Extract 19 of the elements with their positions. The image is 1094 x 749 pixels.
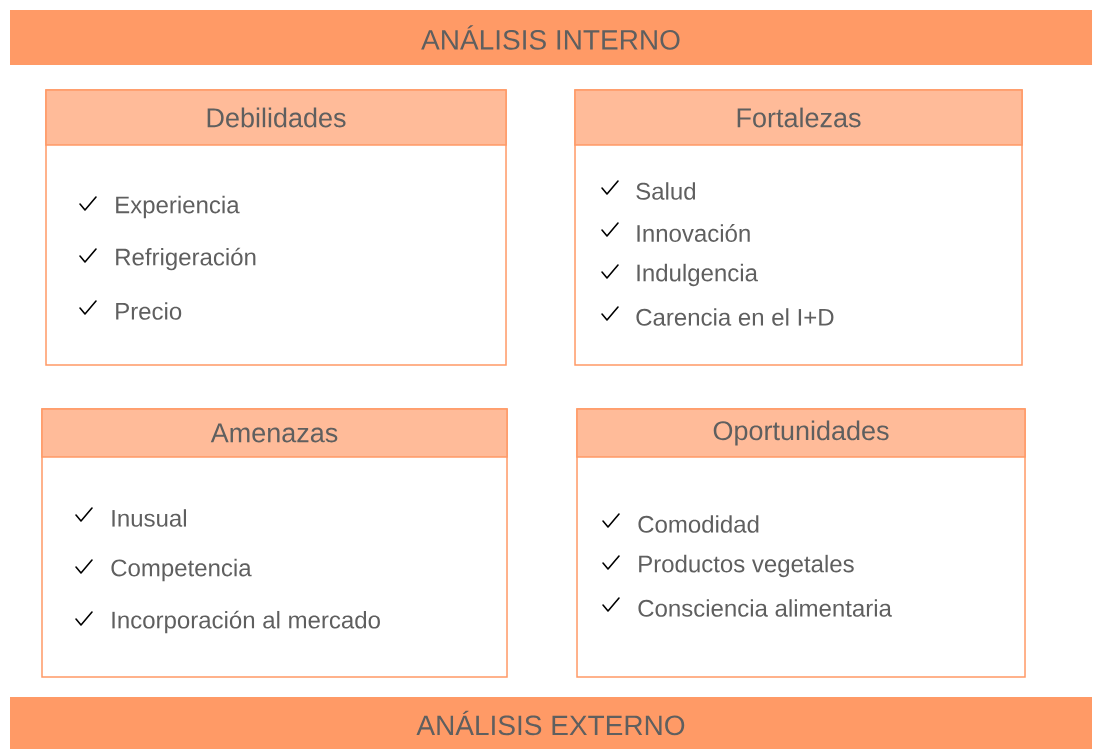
- list-item: Productos vegetales: [639, 554, 854, 578]
- list-item: Inusual: [112, 509, 186, 527]
- list-item: Refrigeración: [116, 247, 256, 271]
- list-item: Incorporación al mercado: [112, 610, 380, 634]
- list-item: Salud: [636, 182, 696, 200]
- list-item: Carencia en el I+D: [636, 308, 834, 326]
- list-item: Experiencia: [116, 195, 240, 219]
- list-item: Precio: [116, 302, 182, 320]
- list-item: Indulgencia: [637, 263, 758, 287]
- box-header: Debilidades: [45, 89, 507, 146]
- heading-band: ANÁLISIS EXTERNO: [10, 697, 1092, 749]
- box-header: Amenazas: [41, 408, 508, 458]
- list-item: Comodidad: [638, 515, 759, 533]
- box-header: Oportunidades: [576, 408, 1026, 458]
- list-item: Competencia: [111, 558, 252, 582]
- list-item: Consciencia alimentaria: [638, 599, 892, 617]
- list-item: Innovación: [637, 224, 750, 242]
- box-header: Fortalezas: [574, 89, 1023, 146]
- heading-band: ANÁLISIS INTERNO: [10, 10, 1092, 65]
